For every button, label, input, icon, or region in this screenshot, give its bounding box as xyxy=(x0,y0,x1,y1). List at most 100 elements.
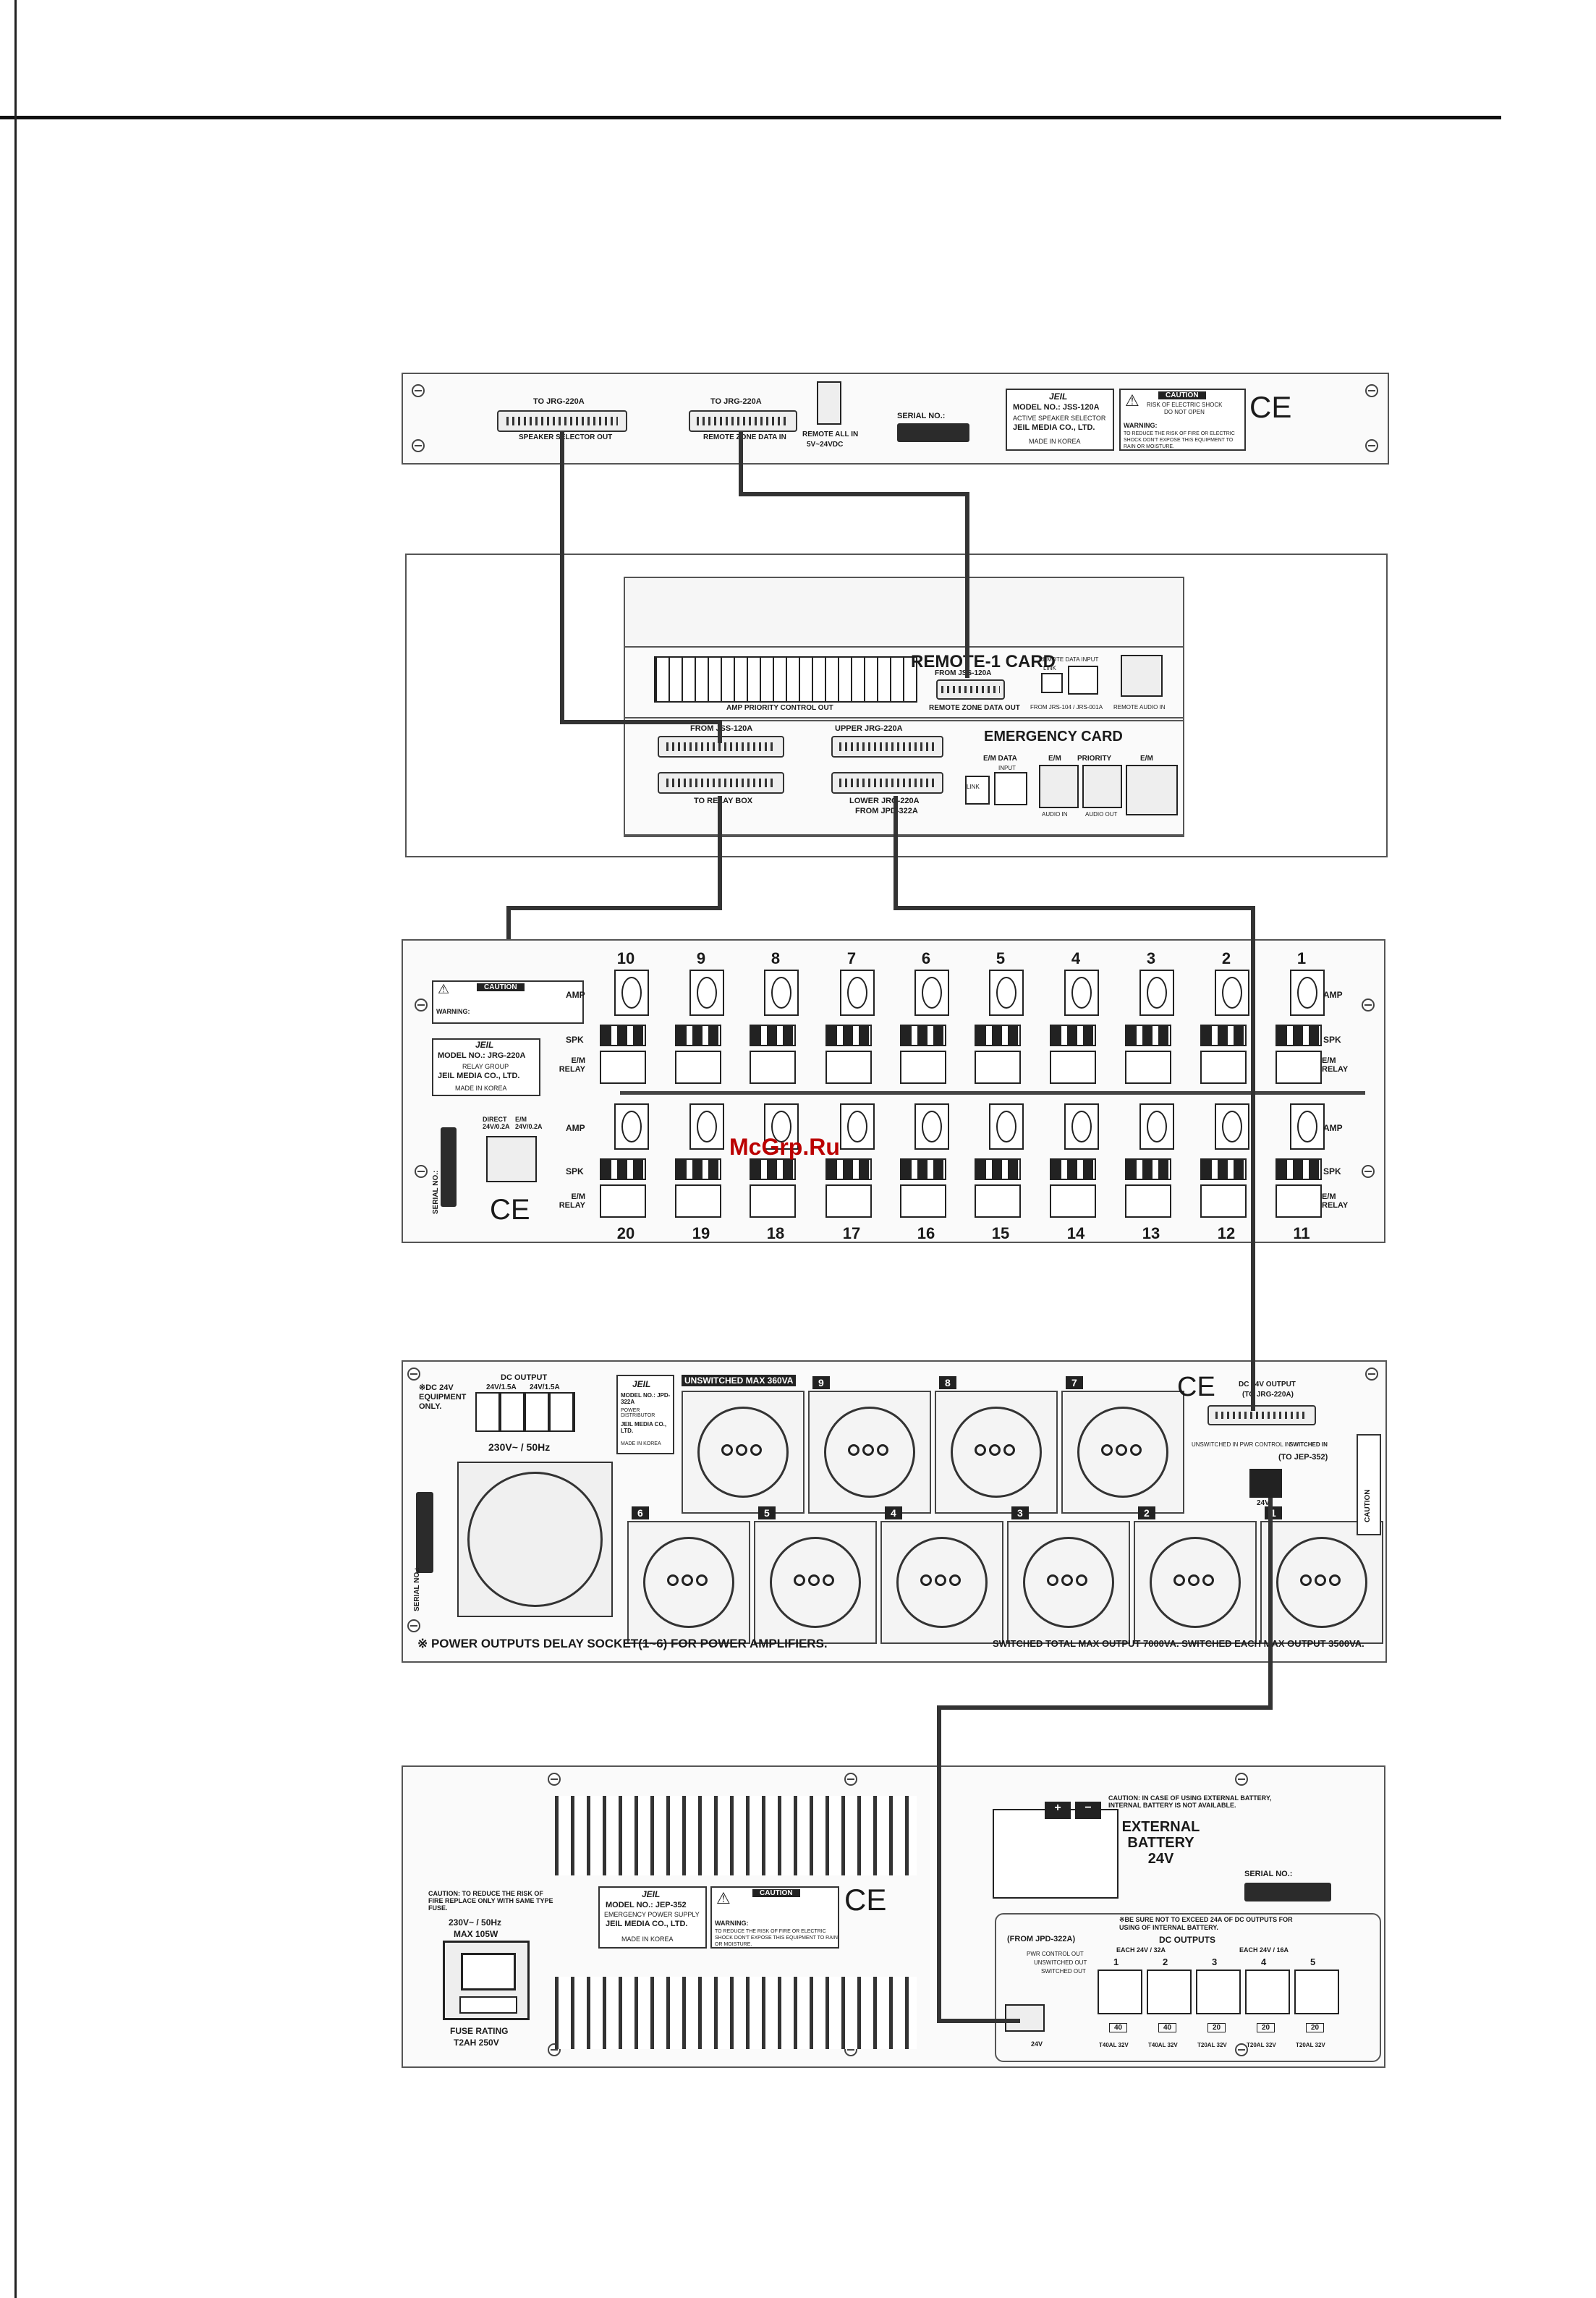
switched-outlet[interactable]: 1 xyxy=(1260,1506,1383,1644)
em-relay-terminal[interactable] xyxy=(1126,765,1178,815)
jrg-spk-terminal[interactable] xyxy=(1050,1025,1096,1046)
amp-priority-terminal-strip[interactable] xyxy=(654,656,917,703)
unswitched-outlet[interactable]: 7 xyxy=(1061,1376,1184,1514)
jrg-em-relay-terminal[interactable] xyxy=(1050,1051,1096,1084)
dc-output-terminal[interactable]: 2 xyxy=(1147,1956,1192,2014)
upper-jrg-connector[interactable] xyxy=(831,736,943,758)
jrg-spk-terminal[interactable] xyxy=(1050,1158,1096,1180)
dc-output-terminal[interactable]: 1 xyxy=(1098,1956,1142,2014)
jrg-spk-terminal[interactable] xyxy=(825,1025,872,1046)
remote-data-link-port[interactable] xyxy=(1041,673,1063,693)
jrg-amp-terminal[interactable] xyxy=(689,1103,724,1150)
battery-terminal-block[interactable]: + − xyxy=(993,1802,1119,1899)
jrg-em-relay-terminal[interactable] xyxy=(1125,1051,1171,1084)
dc-output-terminal[interactable]: 5 xyxy=(1294,1956,1339,2014)
jrg-em-relay-terminal[interactable] xyxy=(1200,1051,1247,1084)
jrg-amp-terminal[interactable] xyxy=(1064,970,1099,1016)
remote-all-in-terminal[interactable] xyxy=(817,381,841,425)
jrg-amp-terminal[interactable] xyxy=(614,1103,649,1150)
jrg-amp-terminal[interactable] xyxy=(840,1103,875,1150)
jrg-em-relay-terminal[interactable] xyxy=(675,1051,721,1084)
jrg-amp-terminal[interactable] xyxy=(989,1103,1024,1150)
jrg-em-relay-terminal[interactable] xyxy=(975,1184,1021,1218)
remote-zone-data-out-connector[interactable] xyxy=(936,679,1005,700)
jrg-spk-terminal[interactable] xyxy=(1275,1025,1322,1046)
to-relay-box-connector[interactable] xyxy=(658,772,784,794)
unswitched-outlet[interactable]: 8 xyxy=(935,1376,1058,1514)
switched-outlet[interactable]: 5 xyxy=(754,1506,877,1644)
pwr-control-out-terminal[interactable] xyxy=(1005,2004,1045,2032)
jrg-em-relay-terminal[interactable] xyxy=(1050,1184,1096,1218)
jrg-spk-terminal[interactable] xyxy=(975,1158,1021,1180)
switched-outlet[interactable]: 2 xyxy=(1134,1506,1257,1644)
jrg-spk-terminal[interactable] xyxy=(975,1025,1021,1046)
lower-jrg-connector[interactable] xyxy=(831,772,943,794)
jrg-amp-terminal[interactable] xyxy=(614,970,649,1016)
jrg-amp-terminal[interactable] xyxy=(764,970,799,1016)
emergency-from-jpd-label: FROM JPD-322A xyxy=(855,807,918,815)
remote-data-input-port[interactable] xyxy=(1068,666,1098,695)
dc24-output-connector[interactable] xyxy=(1207,1405,1316,1425)
em-terminal[interactable] xyxy=(1039,765,1079,808)
jrg-em-relay-terminal[interactable] xyxy=(600,1051,646,1084)
jrg-amp-terminal[interactable] xyxy=(1215,1103,1249,1150)
jrg-em-relay-terminal[interactable] xyxy=(1200,1184,1247,1218)
dc-output-terminal[interactable]: 4 xyxy=(1245,1956,1290,2014)
jrg-spk-terminal[interactable] xyxy=(1125,1158,1171,1180)
switched-outlet[interactable]: 3 xyxy=(1007,1506,1130,1644)
jrg-em-relay-terminal[interactable] xyxy=(1275,1051,1322,1084)
jrg-amp-terminal[interactable] xyxy=(1139,970,1174,1016)
jrg-em-relay-terminal[interactable] xyxy=(900,1184,946,1218)
jrg-spk-terminal[interactable] xyxy=(675,1158,721,1180)
jrg-em-relay-terminal[interactable] xyxy=(1275,1184,1322,1218)
jrg-amp-terminal[interactable] xyxy=(689,970,724,1016)
jrg-spk-terminal[interactable] xyxy=(675,1025,721,1046)
jrg-spk-terminal[interactable] xyxy=(825,1158,872,1180)
jrg-em-relay-terminal[interactable] xyxy=(825,1051,872,1084)
jrg-amp-terminal[interactable] xyxy=(914,970,949,1016)
jrg-power-terminal[interactable] xyxy=(486,1136,537,1182)
jrg-em-relay-terminal[interactable] xyxy=(1125,1184,1171,1218)
jrg-amp-terminal[interactable] xyxy=(1064,1103,1099,1150)
dc-output-terminal[interactable]: 3 xyxy=(1196,1956,1241,2014)
priority-terminal[interactable] xyxy=(1082,765,1122,808)
jrg-amp-terminal[interactable] xyxy=(1290,1103,1325,1150)
dc24-to-jrg-label: (TO JRG-220A) xyxy=(1242,1391,1294,1399)
jrg-amp-terminal[interactable] xyxy=(840,970,875,1016)
jrg-em-relay-terminal[interactable] xyxy=(900,1051,946,1084)
jrg-em-relay-terminal[interactable] xyxy=(600,1184,646,1218)
jrg-spk-terminal[interactable] xyxy=(1125,1025,1171,1046)
mains-inlet[interactable] xyxy=(457,1462,613,1617)
jrg-amp-terminal[interactable] xyxy=(1139,1103,1174,1150)
jrg-spk-terminal[interactable] xyxy=(750,1025,796,1046)
unswitched-outlet[interactable]: 9 xyxy=(808,1376,931,1514)
jrg-em-relay-terminal[interactable] xyxy=(825,1184,872,1218)
jrg-em-relay-terminal[interactable] xyxy=(750,1051,796,1084)
jrg-spk-terminal[interactable] xyxy=(1200,1025,1247,1046)
jrg-spk-terminal[interactable] xyxy=(900,1025,946,1046)
jrg-amp-terminal[interactable] xyxy=(914,1103,949,1150)
pwr-control-terminal[interactable] xyxy=(1249,1469,1282,1498)
jrg-amp-terminal[interactable] xyxy=(1215,970,1249,1016)
jrg-spk-terminal[interactable] xyxy=(1200,1158,1247,1180)
remote-audio-in-terminal[interactable] xyxy=(1121,655,1163,697)
jrg-amp-terminal[interactable] xyxy=(1290,970,1325,1016)
jrg-spk-terminal[interactable] xyxy=(1275,1158,1322,1180)
em-data-input-port[interactable] xyxy=(994,772,1027,805)
outlet-number: 8 xyxy=(939,1376,956,1389)
unswitched-outlet[interactable] xyxy=(682,1391,805,1514)
em-data-link-port[interactable] xyxy=(965,776,990,805)
jrg-em-relay-terminal[interactable] xyxy=(975,1051,1021,1084)
jrg-em-relay-terminal[interactable] xyxy=(675,1184,721,1218)
jrg-spk-terminal[interactable] xyxy=(600,1158,646,1180)
jrg-em-relay-terminal[interactable] xyxy=(750,1184,796,1218)
jrg-spk-terminal[interactable] xyxy=(750,1158,796,1180)
dc-output-terminal[interactable] xyxy=(475,1392,575,1432)
jrg-amp-terminal[interactable] xyxy=(989,970,1024,1016)
jrg-spk-terminal[interactable] xyxy=(900,1158,946,1180)
jrg-amp-terminal[interactable] xyxy=(764,1103,799,1150)
jrg-spk-terminal[interactable] xyxy=(600,1025,646,1046)
iec-power-inlet[interactable] xyxy=(443,1941,530,2020)
switched-outlet[interactable]: 6 xyxy=(627,1506,750,1644)
switched-outlet[interactable]: 4 xyxy=(880,1506,1003,1644)
